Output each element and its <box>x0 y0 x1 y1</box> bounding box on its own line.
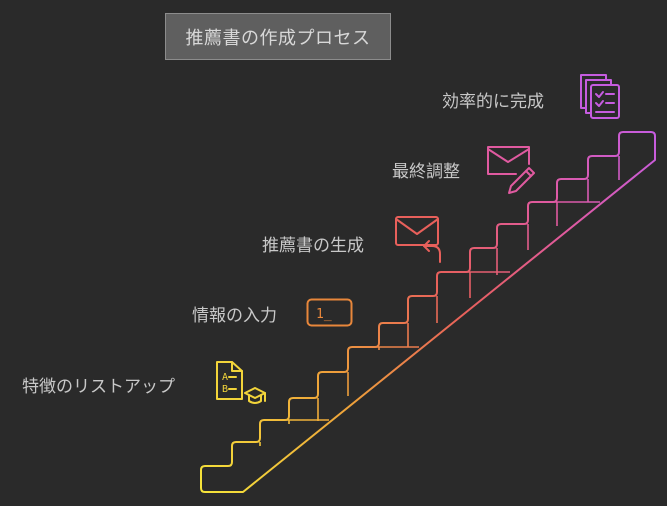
checklist-documents-icon <box>580 74 620 119</box>
step-label-complete: 効率的に完成 <box>442 92 544 112</box>
input-box-text: 1_ <box>316 307 332 322</box>
step-label-input-info: 情報の入力 <box>192 306 277 326</box>
envelope-pencil-icon <box>487 146 535 194</box>
diagram-title: 推薦書の作成プロセス <box>165 13 391 60</box>
stair-riser-lines <box>259 156 620 446</box>
test-paper-graduation-cap-icon: A B <box>216 361 266 404</box>
step-label-final-adjust: 最終調整 <box>392 162 460 182</box>
staircase-outline <box>200 131 656 493</box>
input-box-icon: 1_ <box>306 298 353 327</box>
step-label-list-features: 特徴のリストアップ <box>22 377 175 397</box>
envelope-reply-icon <box>395 216 441 263</box>
step-label-generate-letter: 推薦書の生成 <box>262 236 364 256</box>
svg-text:B: B <box>222 384 228 395</box>
svg-text:A: A <box>222 372 228 383</box>
